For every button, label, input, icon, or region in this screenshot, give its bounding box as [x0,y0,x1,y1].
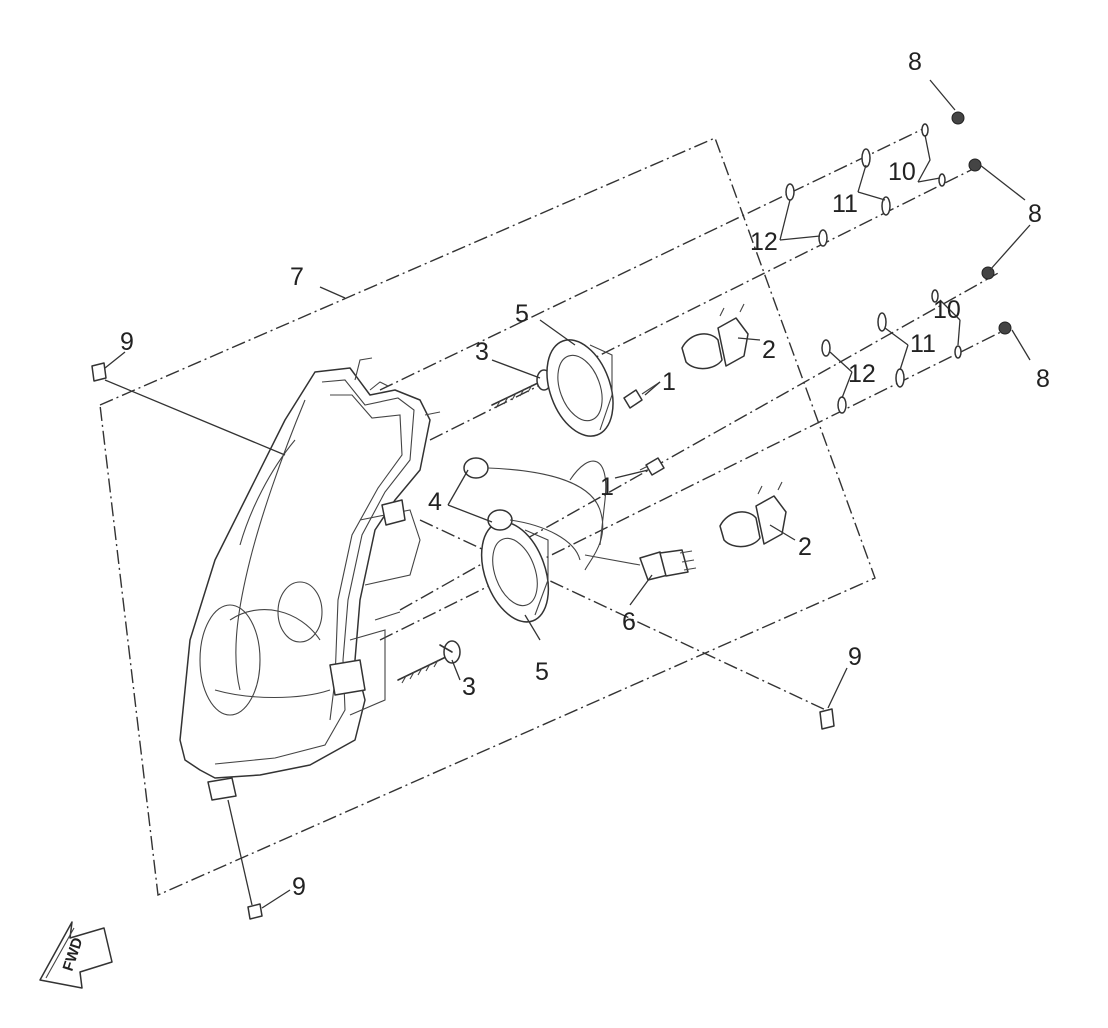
callout-3-upper: 3 [475,338,489,366]
callout-5-upper: 5 [515,300,529,328]
clip-bottom [227,799,263,920]
callout-labels: 7 8 8 8 10 10 11 11 12 12 5 5 3 3 2 2 1 … [120,48,1050,901]
callout-3-lower: 3 [462,673,476,701]
callout-8-mid: 8 [1028,200,1042,228]
assembly-boundary [99,137,876,897]
callout-8-top: 8 [908,48,922,76]
callout-7: 7 [290,263,304,291]
headlight-bulb-lower [719,481,787,548]
callout-2-upper: 2 [762,336,776,364]
headlight-housing [179,357,441,801]
callout-8-bottom: 8 [1036,365,1050,393]
callout-12-lower: 12 [848,360,876,388]
callout-9-bottom: 9 [292,873,306,901]
mounting-axes [379,127,1006,713]
clip-right [819,708,835,730]
callout-10-upper: 10 [888,158,916,186]
dust-cover-lower [480,521,550,623]
callout-12-upper: 12 [750,228,778,256]
callout-9-left: 9 [120,328,134,356]
callout-1-lower: 1 [600,473,614,501]
callout-10-lower: 10 [933,296,961,324]
callout-11-upper: 11 [832,190,858,218]
clip-left [91,362,286,456]
callout-9-right: 9 [848,643,862,671]
position-bulb-lower [639,457,665,476]
callout-2-lower: 2 [798,533,812,561]
adjusting-screw-lower [397,640,461,684]
dust-cover-upper [546,339,614,437]
forward-arrow-icon: FWD [39,921,113,989]
callout-6: 6 [622,608,636,636]
callout-11-lower: 11 [910,330,936,358]
leader-lines [104,79,1031,909]
callout-4: 4 [428,488,442,516]
headlight-bulb-upper [681,303,749,370]
wire-harness [463,457,697,581]
callout-1-upper: 1 [662,368,676,396]
callout-5-lower: 5 [535,658,549,686]
adjusting-screw-upper [491,369,552,409]
